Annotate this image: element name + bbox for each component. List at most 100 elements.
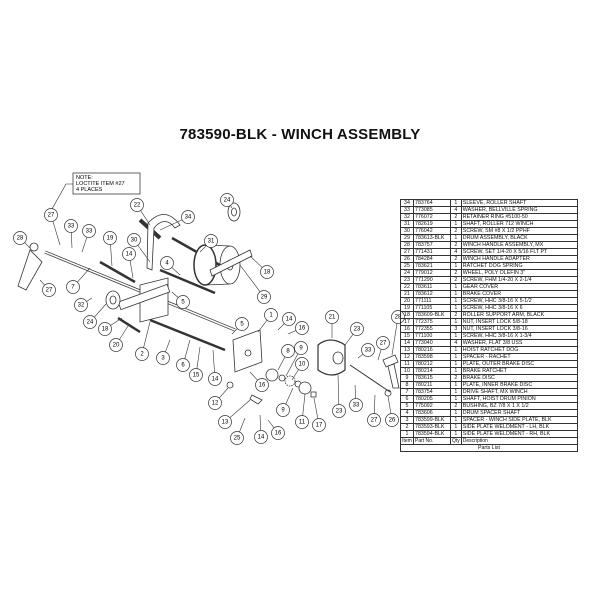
callout-14: 14 (254, 414, 268, 444)
balloon-circle (208, 396, 222, 410)
leader-line (24, 242, 31, 249)
leader-line (171, 291, 179, 298)
parts-cell-item: 8 (400, 381, 414, 389)
parts-cell-part-no: 784284 (413, 255, 451, 263)
parts-cell-item: 20 (400, 297, 414, 305)
parts-cell-part-no: 773040 (413, 339, 451, 347)
parts-cell-part-no: 783612 (413, 290, 451, 298)
balloon-circle (367, 413, 381, 427)
winch-handle-right (382, 354, 399, 368)
balloon-label: 24 (224, 197, 231, 203)
parts-cell-item: 10 (400, 367, 414, 375)
parts-cell-description: GEAR COVER (460, 283, 579, 291)
parts-cell-item: 34 (400, 199, 414, 207)
balloon-label: 16 (299, 325, 306, 331)
callout-12: 12 (208, 387, 229, 410)
parts-cell-item: 7 (400, 388, 414, 396)
callout-23: 23 (332, 374, 346, 418)
balloon-circle (109, 338, 123, 352)
parts-cell-description: SIDE PLATE WELDMENT - LH, BLK (460, 423, 579, 431)
callout-9: 9 (285, 341, 308, 377)
parts-cell-description: SCREW, HHC 3/8-16 X 1-3/4 (460, 332, 579, 340)
parts-cell-description: WINCH HANDLE ASSEMBLY, MX (460, 241, 579, 249)
parts-cell-item: 27 (400, 248, 414, 256)
balloon-circle (204, 234, 218, 248)
parts-cell-item: 15 (400, 332, 414, 340)
balloon-label: 22 (134, 202, 141, 208)
balloon-circle (257, 290, 271, 304)
callout-28: 28 (13, 231, 31, 249)
parts-cell-description: BUSHING, BZ 7/8 X 1 X 1/2 (460, 402, 579, 410)
leader-line (39, 279, 45, 286)
callout-9: 9 (276, 387, 294, 417)
balloon-circle (332, 404, 346, 418)
callout-5: 5 (231, 317, 249, 335)
drum (193, 244, 217, 286)
parts-cell-qty: 1 (450, 304, 462, 312)
parts-cell-item: 25 (400, 262, 414, 270)
balloon-circle (271, 426, 285, 440)
parts-cell-description: SIDE PLATE WELDMENT - RH, BLK (460, 430, 579, 438)
parts-cell-part-no: 783757 (413, 241, 451, 249)
balloon-circle (83, 315, 97, 329)
leader-line (212, 349, 215, 373)
parts-cell-description: DRIVE SHAFT, MX WINCH (460, 388, 579, 396)
parts-cell-description: HOIST RATCHET DOG (460, 346, 579, 354)
parts-cell-description: ROLLER SUPPORT ARM, BLACK (460, 311, 579, 319)
parts-cell-item: 28 (400, 241, 414, 249)
leader-line (249, 371, 258, 381)
balloon-label: 32 (78, 302, 85, 308)
leader-line (354, 384, 356, 399)
balloon-circle (385, 413, 399, 427)
parts-cell-item: 21 (400, 290, 414, 298)
parts-cell-item: 3 (400, 416, 414, 424)
balloon-label: 33 (86, 228, 93, 234)
parts-cell-description: NUT, INSERT LOCK 3/8-16 (460, 325, 579, 333)
callout-18: 18 (249, 255, 274, 279)
balloon-label: 1 (269, 312, 273, 318)
balloon-circle (189, 368, 203, 382)
parts-cell-item: 13 (400, 346, 414, 354)
balloon-circle (235, 317, 249, 331)
balloon-circle (176, 358, 190, 372)
balloon-label: 5 (181, 299, 185, 305)
parts-cell-part-no: 783599-BLK (413, 416, 451, 424)
balloon-label: 17 (316, 422, 323, 428)
parts-cell-qty: 1 (450, 262, 462, 270)
balloon-circle (230, 431, 244, 445)
leader-line (344, 334, 354, 346)
parts-cell-part-no: 783598 (413, 353, 451, 361)
callout-33: 33 (81, 224, 96, 253)
parts-cell-qty: 1 (450, 409, 462, 417)
balloon-label: 14 (258, 434, 265, 440)
parts-cell-item: 19 (400, 304, 414, 312)
leader-line (94, 303, 107, 318)
balloon-circle (103, 231, 117, 245)
balloon-circle (13, 231, 27, 245)
callout-31: 31 (199, 234, 218, 253)
leader-line (391, 323, 398, 356)
parts-cell-part-no: 783764 (413, 199, 451, 207)
winch-handle-left (17, 249, 43, 291)
brake-cover (317, 339, 346, 376)
callout-33: 33 (349, 384, 363, 412)
callout-18: 18 (98, 317, 123, 336)
leader-line (196, 346, 201, 369)
parts-cell-part-no: 782619 (413, 220, 451, 228)
callout-14: 14 (122, 247, 136, 279)
parts-cell-part-no: 783611 (413, 283, 451, 291)
parts-cell-description: DRUM SPACER SHAFT (460, 409, 579, 417)
leader-line (373, 394, 376, 414)
balloon-circle (181, 210, 195, 224)
callout-7: 7 (66, 267, 91, 294)
callout-1: 1 (257, 308, 278, 333)
leader-line (129, 260, 134, 279)
parts-cell-qty: 4 (450, 339, 462, 347)
leader-line (257, 319, 268, 333)
balloon-label: 21 (329, 314, 336, 320)
balloon-circle (156, 351, 170, 365)
drawing-title: 783590-BLK - WINCH ASSEMBLY (179, 126, 421, 143)
leader-line (137, 245, 151, 263)
